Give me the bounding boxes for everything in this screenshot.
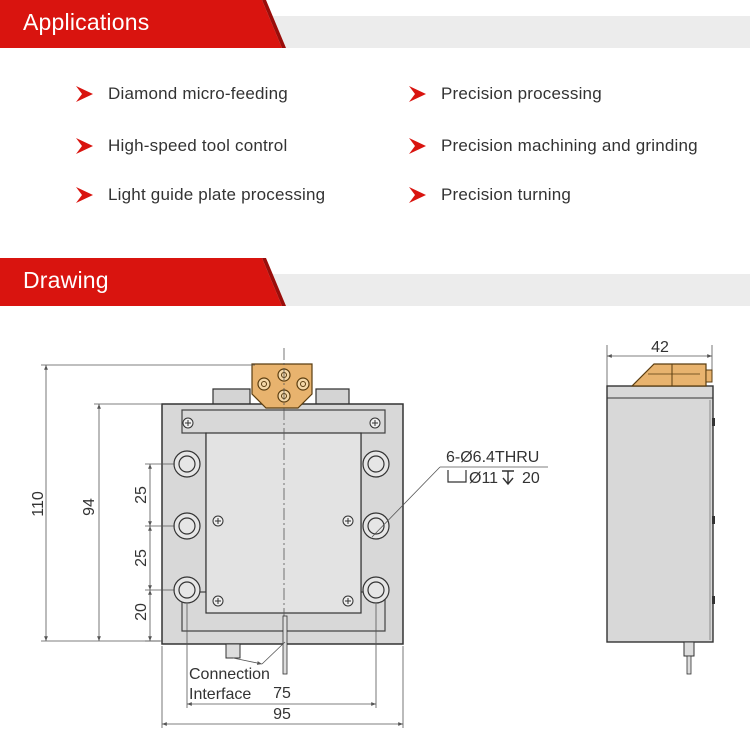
hole-note-counterbore: Ø11 — [469, 470, 498, 487]
list-item: High-speed tool control — [76, 136, 287, 156]
red-arrow-icon — [409, 187, 426, 203]
header-red-tab — [0, 0, 282, 48]
applications-title: Applications — [23, 9, 150, 35]
list-item: Precision processing — [409, 84, 602, 104]
dim-spacing-2: 25 — [133, 549, 150, 567]
list-item-label: Precision processing — [441, 84, 602, 103]
red-arrow-icon — [76, 138, 93, 154]
hole-note-thru: 6-Ø6.4THRU — [446, 449, 539, 466]
dim-width-holes: 75 — [273, 685, 291, 702]
header-red-tab — [0, 258, 282, 306]
red-arrow-icon — [409, 86, 426, 102]
list-item: Precision machining and grinding — [409, 136, 698, 156]
list-item-label: Diamond micro-feeding — [108, 84, 288, 103]
list-item: Diamond micro-feeding — [76, 84, 288, 104]
red-arrow-icon — [76, 187, 93, 203]
dim-spacing-3: 20 — [133, 603, 150, 621]
depth-icon — [502, 470, 514, 486]
applications-header: Applications — [0, 0, 750, 48]
front-view — [161, 348, 404, 675]
connection-label-line2: Interface — [189, 686, 251, 703]
list-item: Light guide plate processing — [76, 185, 325, 205]
drawing-header: Drawing — [0, 258, 750, 306]
red-arrow-icon — [76, 86, 93, 102]
dim-depth: 42 — [651, 339, 669, 356]
list-item: Precision turning — [409, 185, 571, 205]
dim-height-total: 110 — [30, 491, 47, 517]
list-item-label: Precision turning — [441, 185, 572, 204]
list-item-label: Light guide plate processing — [108, 185, 326, 204]
drawing-title: Drawing — [23, 267, 109, 293]
dim-height-body: 94 — [81, 498, 98, 516]
hole-note-depth: 20 — [522, 470, 540, 487]
dim-width-total: 95 — [273, 706, 291, 723]
dim-spacing-1: 25 — [133, 486, 150, 504]
counterbore-icon — [447, 470, 467, 483]
list-item-label: Precision machining and grinding — [441, 136, 698, 155]
side-view — [606, 363, 715, 675]
list-item-label: High-speed tool control — [108, 136, 288, 155]
red-arrow-icon — [409, 138, 426, 154]
dimension-lines — [41, 345, 713, 728]
connection-label-line1: Connection — [189, 666, 270, 683]
